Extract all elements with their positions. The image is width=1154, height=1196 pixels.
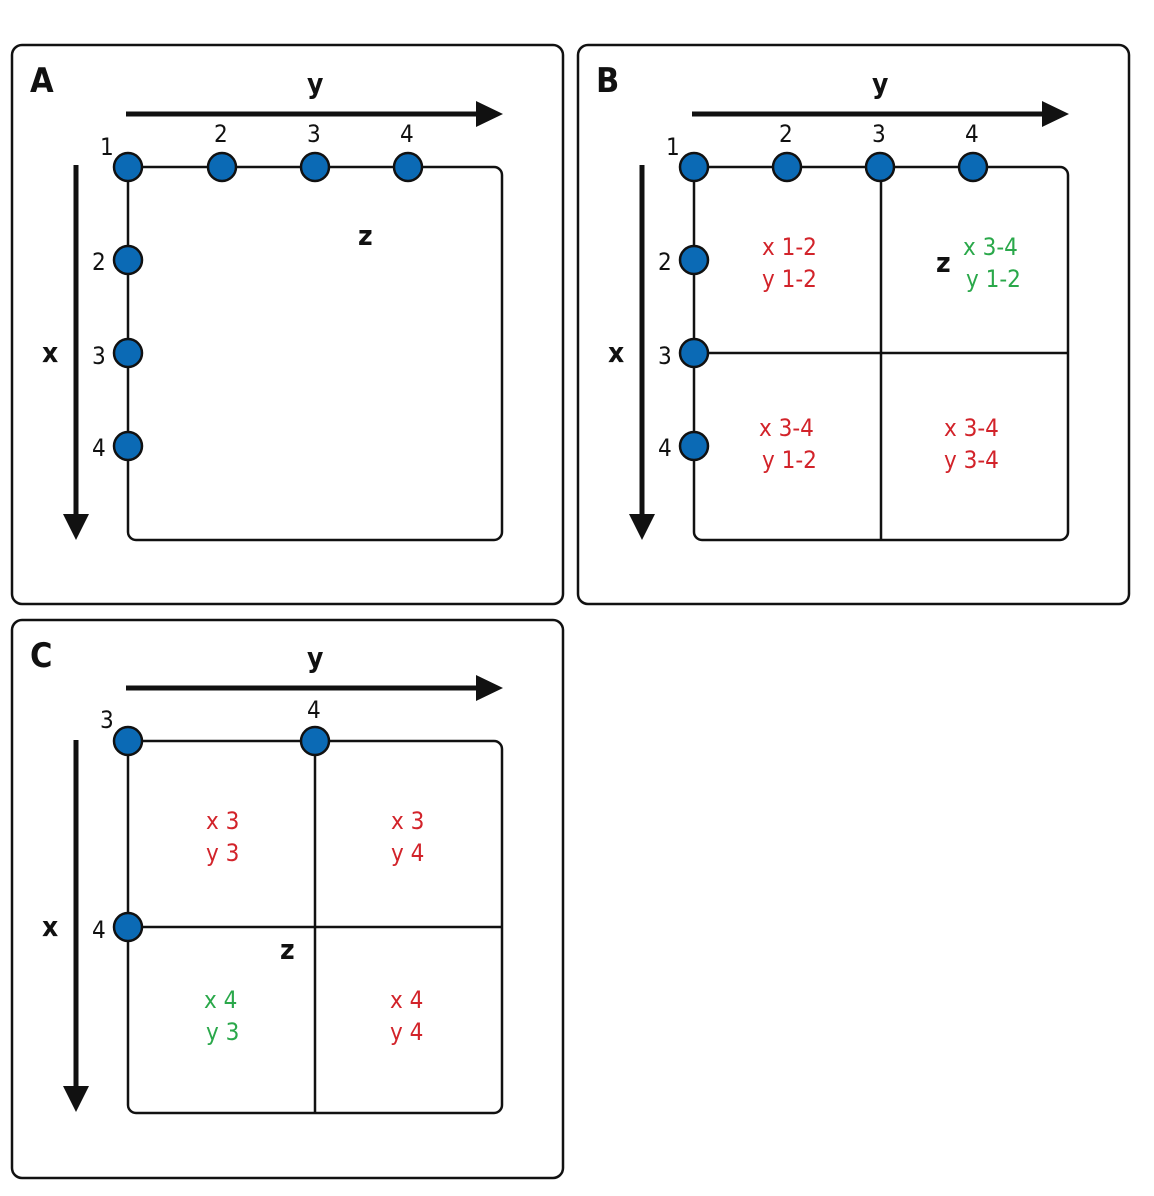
panel-a-z-label: z <box>358 219 373 252</box>
panel-b-node-left-4 <box>678 430 710 462</box>
panel-b-left-tick-4: 4 <box>658 434 672 462</box>
panel-b-cell-4-line-1: x 3-4 <box>944 414 999 442</box>
panel-c-cell-3-line-1: x 4 <box>204 986 237 1014</box>
panel-b-top-tick-1: 1 <box>666 133 680 161</box>
panel-a-border <box>10 43 565 606</box>
panel-a-node-left-4 <box>112 430 144 462</box>
panel-b-top-tick-3: 3 <box>872 120 886 148</box>
panel-c-node-top-4 <box>299 725 331 757</box>
panel-a-left-tick-4: 4 <box>92 434 106 462</box>
panel-c-y-axis-label: y <box>307 641 323 674</box>
panel-c-x-axis-arrowhead <box>63 1086 89 1112</box>
panel-c-z-label: z <box>280 933 295 966</box>
panel-b-left-tick-2: 2 <box>658 248 672 276</box>
panel-b-cell-1-line-2: y 1-2 <box>762 265 817 293</box>
panel-b-letter: B <box>596 61 619 101</box>
panel-c-node-left-4 <box>112 911 144 943</box>
panel-a-node-left-3 <box>112 337 144 369</box>
panel-b-border <box>576 43 1131 606</box>
panel-c-border <box>10 618 565 1180</box>
panel-a-grid-frame <box>126 165 504 542</box>
panel-b: B y x 1 2 3 4 2 3 4 z x 1-2 y 1-2 x 3-4 … <box>576 43 1131 606</box>
panel-c-cell-2-line-2: y 4 <box>391 839 424 867</box>
panel-b-x-axis-label: x <box>608 336 624 369</box>
panel-a-node-top-1 <box>112 151 144 183</box>
panel-c: C y x 3 4 4 z x 3 y 3 x 3 y 4 x 4 y 3 x … <box>10 618 565 1180</box>
panel-a-node-top-4 <box>392 151 424 183</box>
panel-b-node-left-3 <box>678 337 710 369</box>
panel-c-cell-4-line-2: y 4 <box>390 1018 423 1046</box>
panel-b-node-top-1 <box>678 151 710 183</box>
panel-b-cell-4-line-2: y 3-4 <box>944 446 999 474</box>
panel-b-top-tick-4: 4 <box>965 120 979 148</box>
panel-a-y-axis-label: y <box>307 67 323 100</box>
panel-a-x-axis-arrowhead <box>63 514 89 540</box>
panel-b-cell-2-line-2: y 1-2 <box>966 265 1021 293</box>
panel-b-node-left-2 <box>678 244 710 276</box>
panel-a-x-axis-label: x <box>42 336 58 369</box>
panel-c-y-axis-arrowhead <box>476 675 503 701</box>
panel-c-cell-2-line-1: x 3 <box>391 807 424 835</box>
panel-b-node-top-3 <box>864 151 896 183</box>
panel-b-y-axis-arrowhead <box>1042 101 1069 127</box>
panel-b-node-top-2 <box>771 151 803 183</box>
panel-c-letter: C <box>30 636 52 676</box>
panel-b-x-axis-arrowhead <box>629 514 655 540</box>
panel-c-left-tick-4: 4 <box>92 916 106 944</box>
panel-c-x-axis-label: x <box>42 910 58 943</box>
panel-c-cell-4-line-1: x 4 <box>390 986 423 1014</box>
panel-a-top-tick-4: 4 <box>400 120 414 148</box>
panel-c-cell-1-line-2: y 3 <box>206 839 239 867</box>
panel-b-y-axis-label: y <box>872 67 888 100</box>
panel-c-node-top-3 <box>112 725 144 757</box>
panel-b-cell-1-line-1: x 1-2 <box>762 233 817 261</box>
panel-b-node-top-4 <box>957 151 989 183</box>
panel-a-node-top-3 <box>299 151 331 183</box>
panel-a-left-tick-3: 3 <box>92 342 106 370</box>
panel-c-top-tick-3: 3 <box>100 706 114 734</box>
panel-b-cell-2-line-1: x 3-4 <box>963 233 1018 261</box>
panel-a: A y x 1 2 3 4 2 3 4 z <box>10 43 565 606</box>
panel-b-top-tick-2: 2 <box>779 120 793 148</box>
panel-c-cell-3-line-2: y 3 <box>206 1018 239 1046</box>
panel-a-top-tick-3: 3 <box>307 120 321 148</box>
panel-a-top-tick-1: 1 <box>100 133 114 161</box>
panel-c-top-tick-4: 4 <box>307 696 321 724</box>
panel-c-cell-1-line-1: x 3 <box>206 807 239 835</box>
panel-b-cell-3-line-1: x 3-4 <box>759 414 814 442</box>
panel-b-left-tick-3: 3 <box>658 342 672 370</box>
panel-a-node-top-2 <box>206 151 238 183</box>
panel-a-left-tick-2: 2 <box>92 248 106 276</box>
panel-a-letter: A <box>30 61 54 101</box>
panel-a-node-left-2 <box>112 244 144 276</box>
panel-b-cell-3-line-2: y 1-2 <box>762 446 817 474</box>
panel-b-z-label: z <box>936 246 951 279</box>
panel-a-y-axis-arrowhead <box>476 101 503 127</box>
panel-a-top-tick-2: 2 <box>214 120 228 148</box>
